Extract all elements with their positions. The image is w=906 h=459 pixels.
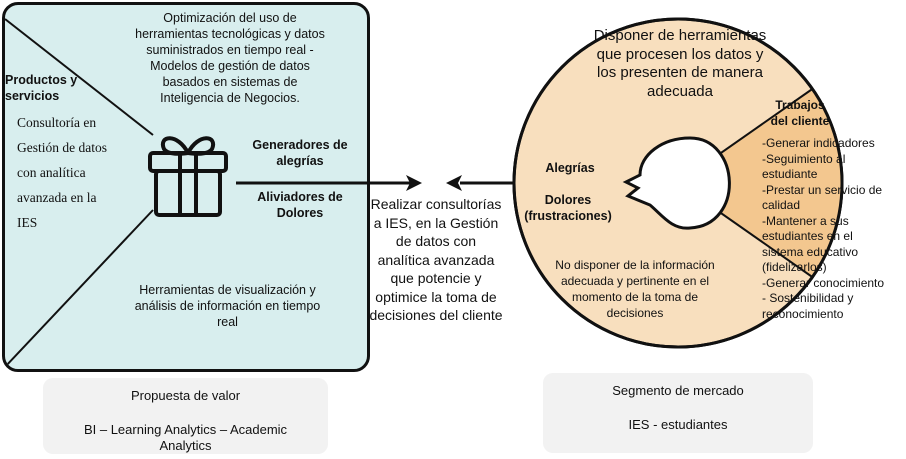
jobs-line: reconocimiento: [762, 306, 844, 321]
market-segment-label: Segmento de mercado IES - estudiantes: [543, 373, 813, 453]
value-proposition-subtitle: BI – Learning Analytics – Academic Analy…: [83, 422, 288, 453]
customer-top-text: Disponer de herramientas que procesen lo…: [593, 27, 767, 100]
value-proposition-label: Propuesta de valor BI – Learning Analyti…: [43, 378, 328, 454]
center-text: Realizar consultorías a IES, en la Gesti…: [369, 196, 503, 323]
jobs-line: -Generar indicadores: [762, 136, 875, 150]
jobs-list: -Generar indicadores -Seguimiento al est…: [762, 136, 902, 322]
market-segment-subtitle: IES - estudiantes: [628, 417, 728, 432]
jobs-line: estudiante: [762, 167, 818, 181]
gain-creators-label: Generadores de alegrías: [252, 138, 348, 168]
value-proposition-title: Propuesta de valor: [130, 388, 241, 403]
jobs-line: (fidelizarlos): [762, 260, 827, 274]
jobs-line: -Mantener a sus: [762, 213, 849, 228]
diagonal-lines: [5, 18, 154, 368]
gift-icon: [140, 125, 236, 221]
value-bottom-text: Herramientas de visualización y análisis…: [134, 283, 321, 329]
pain-relievers-label: Aliviadores de Dolores: [257, 190, 343, 220]
jobs-line: -Generar conocimiento: [762, 275, 885, 290]
products-text: Consultoría en Gestión de datos con anal…: [17, 115, 107, 230]
market-segment-title: Segmento de mercado: [612, 383, 744, 398]
jobs-line: calidad: [762, 198, 801, 212]
customer-bottom-text: No disponer de la información adecuada y…: [555, 258, 715, 320]
gains-label: Alegrías: [545, 161, 595, 175]
pains-label: Dolores (frustraciones): [524, 193, 612, 223]
jobs-heading: Trabajos del cliente: [770, 98, 830, 128]
jobs-line: -Seguimiento al: [762, 151, 846, 166]
jobs-line: estudiantes en el: [762, 229, 853, 243]
value-proposition-box: [2, 2, 370, 372]
value-top-text: Optimización del uso de herramientas tec…: [135, 11, 325, 105]
jobs-line: sistema educativo: [762, 244, 859, 259]
jobs-line: -Prestar un servicio de: [762, 182, 883, 197]
jobs-line: - Sostenibilidad y: [762, 291, 854, 305]
products-heading: Productos y servicios: [5, 73, 78, 103]
